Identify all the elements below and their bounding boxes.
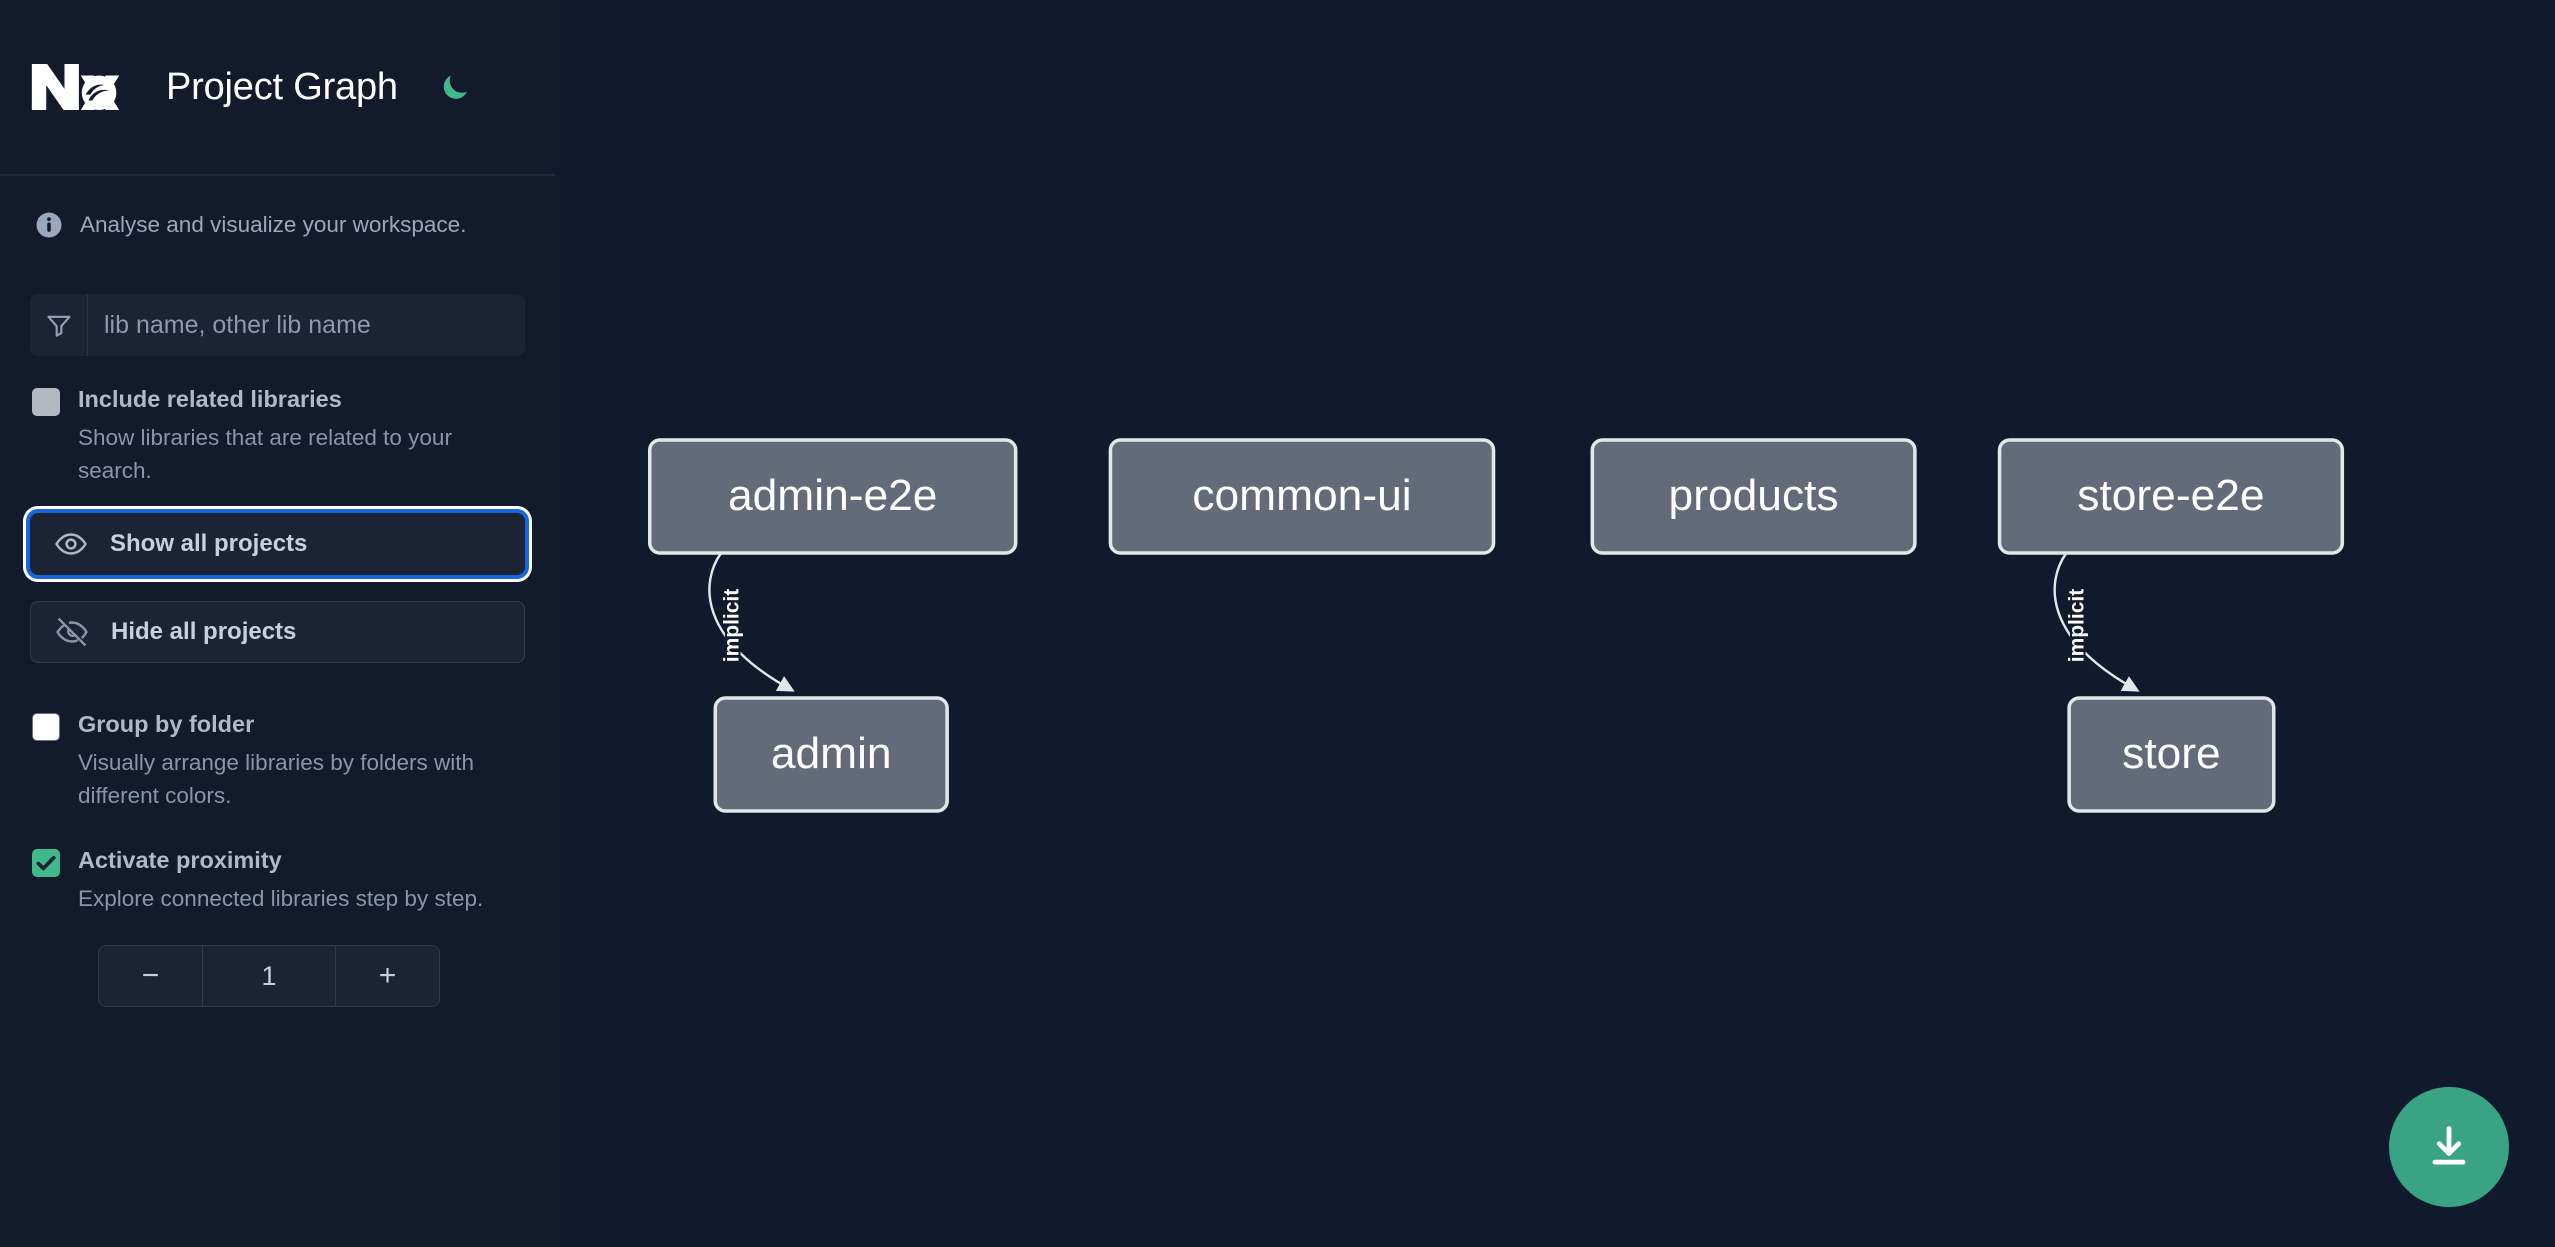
info-circle-icon [34,210,64,240]
proximity-increment-button[interactable]: + [335,946,439,1007]
download-icon [2432,1126,2466,1165]
activate-proximity-description: Explore connected libraries step by step… [78,885,484,911]
graph-node[interactable]: store-e2e [1997,438,2345,555]
group-by-folder-checkbox[interactable] [32,713,60,742]
graph-node[interactable]: products [1590,438,1917,555]
svg-text:common-ui: common-ui [1192,471,1411,520]
graph-canvas[interactable]: implicit implicit admin-e2e common-ui produ… [555,0,2555,1247]
group-by-folder-description: Visually arrange libraries by folders wi… [78,750,475,808]
activate-proximity-label: Activate proximity [78,846,282,873]
graph-node[interactable]: admin [713,696,949,813]
include-related-libraries-description: Show libraries that are related to your … [78,425,452,483]
svg-text:admin-e2e: admin-e2e [728,471,937,520]
download-image-button[interactable] [2389,1087,2509,1207]
proximity-decrement-button[interactable]: − [99,946,203,1007]
hide-all-projects-label: Hide all projects [111,618,297,646]
moon-icon[interactable] [434,66,476,108]
sidebar-body: Analyse and visualize your workspace. In… [0,176,555,1008]
graph-node[interactable]: store [2067,696,2276,813]
page-title: Project Graph [166,65,398,108]
graph-edge: implicit [2053,552,2140,692]
graph-edge: implicit [708,552,795,692]
show-all-projects-label: Show all projects [110,530,308,558]
activate-proximity-checkbox[interactable] [32,848,60,877]
workspace-info-text: Analyse and visualize your workspace. [80,212,467,237]
proximity-value: 1 [261,960,277,991]
filter-box [30,294,525,356]
nx-logo [28,56,124,118]
eye-off-icon [55,615,89,649]
eye-icon [54,527,88,561]
graph-edges: implicit implicit [708,552,2140,692]
funnel-icon [30,294,88,356]
svg-text:store-e2e: store-e2e [2077,471,2264,520]
graph-node[interactable]: admin-e2e [647,438,1018,555]
include-related-libraries-label: Include related libraries [78,386,342,412]
include-related-libraries-checkbox[interactable] [32,388,60,416]
option-group-by-folder[interactable]: Group by folder Visually arrange librari… [30,709,525,812]
graph-nodes: admin-e2e common-ui products store-e2e admin… [647,438,2345,813]
svg-text:products: products [1669,471,1839,520]
group-by-folder-label: Group by folder [78,711,255,738]
project-graph-svg: implicit implicit admin-e2e common-ui produ… [647,438,2345,813]
graph-node[interactable]: common-ui [1108,438,1496,555]
svg-text:admin: admin [771,729,892,778]
sidebar-header: Project Graph [0,0,555,176]
search-input[interactable] [88,294,525,356]
option-include-related-libraries[interactable]: Include related libraries Show libraries… [30,384,525,487]
graph-edge-label: implicit [2065,589,2088,662]
sidebar: Project Graph Analyse and visualize your… [0,0,555,1247]
svg-text:store: store [2122,729,2221,778]
option-activate-proximity[interactable]: Activate proximity Explore connected lib… [30,845,525,916]
show-all-projects-button[interactable]: Show all projects [30,513,525,576]
hide-all-projects-button[interactable]: Hide all projects [30,601,525,664]
proximity-stepper: − 1 + [98,945,440,1008]
workspace-info: Analyse and visualize your workspace. [30,176,525,274]
graph-edge-label: implicit [720,589,743,662]
